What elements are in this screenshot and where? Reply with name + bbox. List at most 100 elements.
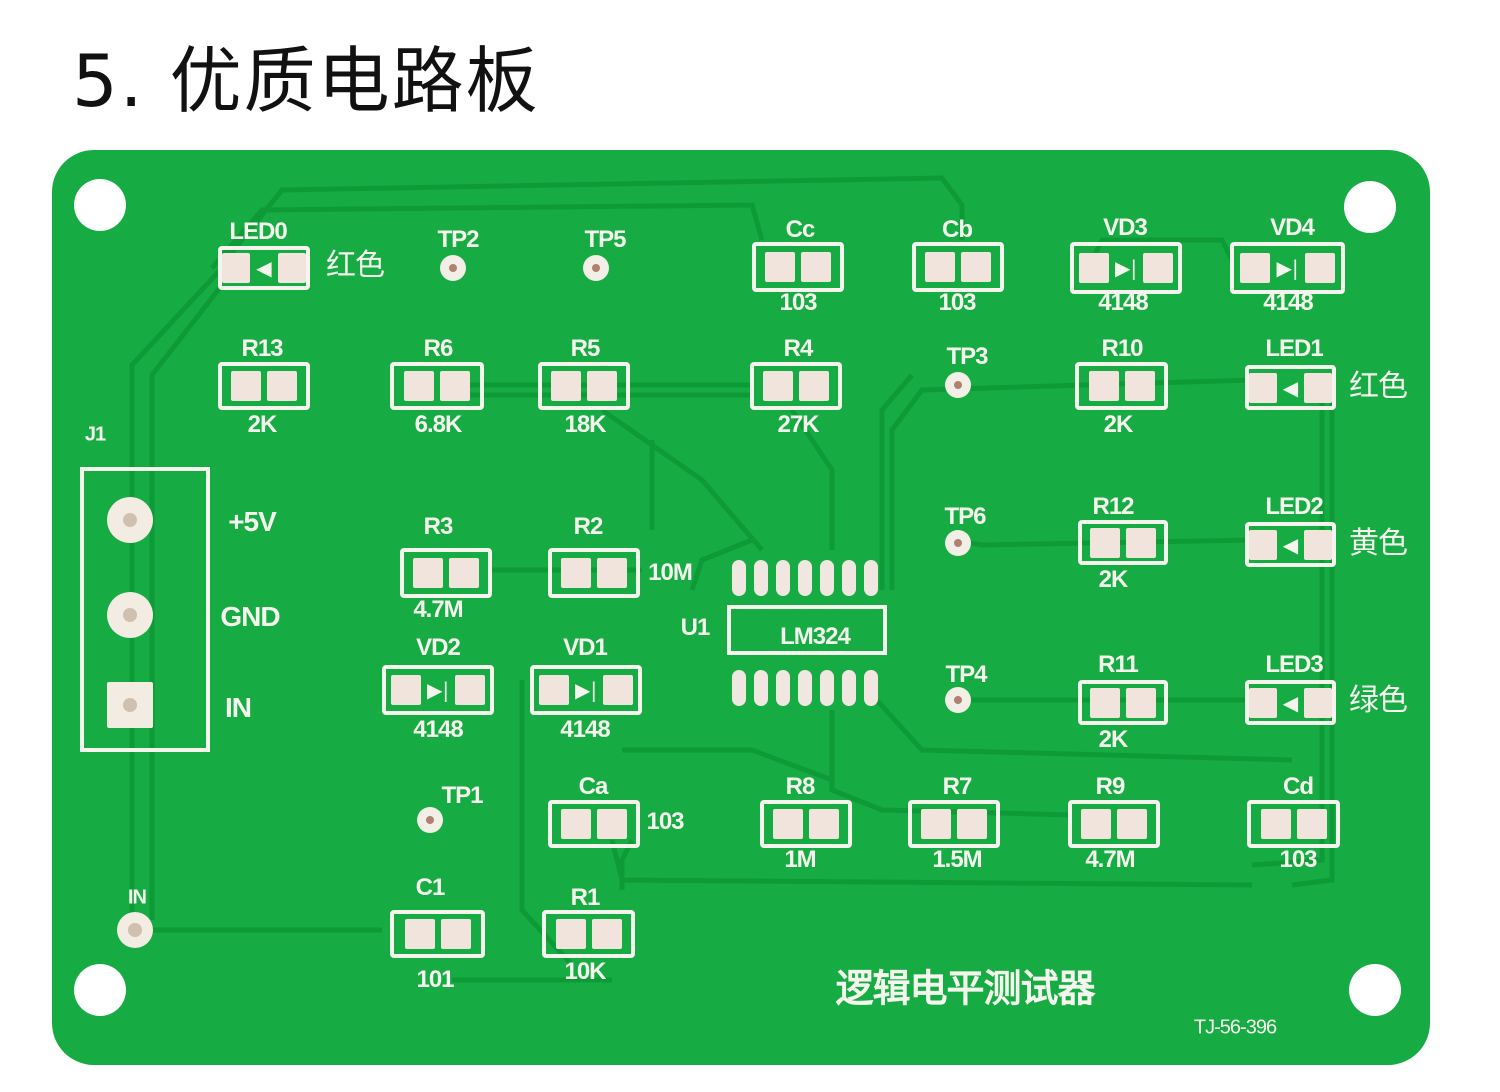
- solder-pad: [413, 558, 443, 588]
- solder-pad: [267, 371, 297, 401]
- solder-pad: [957, 809, 987, 839]
- component-label: VD4: [1270, 214, 1315, 241]
- resistor-r11: [1078, 680, 1168, 725]
- ic-part-label: LM324: [780, 623, 851, 650]
- component-value: 10M: [648, 559, 693, 586]
- ic-pin: [864, 670, 878, 706]
- resistor-r13: [218, 362, 310, 410]
- diode-symbol-icon: ▶|: [574, 678, 598, 702]
- solder-pad: [455, 675, 486, 705]
- solder-pad: [1240, 253, 1271, 283]
- resistor-r10: [1075, 362, 1168, 410]
- solder-pad: [597, 809, 627, 839]
- led-color-note: 绿色: [1349, 684, 1408, 717]
- solder-pad: [551, 371, 581, 401]
- component-label: R1: [570, 884, 601, 911]
- solder-pad: [1117, 809, 1147, 839]
- resistor-r2: [548, 548, 640, 598]
- mounting-hole: [1344, 181, 1396, 233]
- component-value: 4.7M: [1085, 846, 1135, 873]
- input-point: [117, 912, 153, 948]
- led-color-note: 红色: [1349, 370, 1408, 403]
- diode-symbol-icon: ◀: [1282, 532, 1299, 557]
- solder-pad: [1088, 371, 1119, 401]
- mounting-hole: [74, 179, 126, 231]
- led-led1: ◀: [1245, 365, 1336, 410]
- input-point-label: IN: [128, 886, 147, 909]
- component-label: LED0: [229, 218, 287, 245]
- component-label: R5: [570, 335, 601, 362]
- diode-symbol-icon: ▶|: [1276, 256, 1299, 280]
- ic-outline: [727, 605, 887, 655]
- component-value: 103: [646, 808, 684, 835]
- ic-pin: [732, 560, 746, 596]
- component-label: TP1: [441, 782, 483, 809]
- solder-pad: [597, 558, 627, 588]
- component-value: 101: [416, 966, 454, 993]
- ic-pin: [732, 670, 746, 706]
- component-value: 18K: [564, 411, 606, 438]
- component-value: 1M: [784, 846, 816, 873]
- solder-pad: [1304, 687, 1332, 718]
- solder-pad: [1081, 809, 1111, 839]
- solder-pad: [404, 371, 434, 401]
- resistor-r6: [390, 362, 484, 410]
- ic-pin: [842, 560, 856, 596]
- solder-pad: [763, 371, 793, 401]
- solder-pad: [921, 809, 951, 839]
- solder-pad: [440, 919, 471, 949]
- solder-pad: [765, 252, 795, 282]
- component-label: LED1: [1265, 335, 1323, 362]
- test-point-tp6: [945, 530, 971, 556]
- component-label: TP3: [946, 343, 988, 370]
- diode-symbol-icon: ▶|: [1114, 256, 1138, 280]
- pin-label-5v: +5V: [228, 506, 277, 537]
- capacitor-cd: [1247, 800, 1340, 848]
- solder-pad: [404, 919, 435, 949]
- mounting-hole: [74, 964, 126, 1016]
- component-value: 2K: [1098, 726, 1129, 753]
- component-value: 103: [938, 289, 976, 316]
- component-value: 103: [779, 289, 817, 316]
- component-label: R6: [423, 335, 454, 362]
- solder-pad: [1249, 687, 1277, 718]
- test-point-tp4: [945, 687, 971, 713]
- diode-symbol-icon: ▶|: [426, 678, 450, 702]
- led-color-note: 红色: [326, 249, 385, 282]
- component-value: 10K: [564, 958, 606, 985]
- solder-pad: [561, 558, 591, 588]
- product-name: 逻辑电平测试器: [835, 968, 1095, 1011]
- connector-j1: [80, 467, 210, 752]
- component-label: Cd: [1283, 773, 1314, 800]
- ic-pin: [776, 670, 790, 706]
- mounting-hole: [1349, 964, 1401, 1016]
- ic-pin: [864, 560, 878, 596]
- solder-pad: [1304, 529, 1332, 560]
- solder-pad: [1260, 809, 1291, 839]
- component-value: 2K: [247, 411, 278, 438]
- led-led0: ◀: [218, 246, 310, 290]
- pin-5v: [107, 497, 153, 543]
- resistor-r8: [760, 800, 852, 848]
- solder-pad: [390, 675, 421, 705]
- solder-pad: [277, 253, 306, 283]
- solder-pad: [773, 809, 803, 839]
- component-value: 4148: [413, 716, 463, 743]
- resistor-r4: [750, 362, 842, 410]
- diode-vd4: ▶|: [1230, 242, 1345, 294]
- component-label: Cc: [785, 216, 816, 243]
- solder-pad: [1249, 372, 1277, 403]
- solder-pad: [561, 809, 591, 839]
- solder-pad: [1090, 527, 1120, 558]
- ic-pin: [754, 670, 768, 706]
- resistor-r9: [1068, 800, 1160, 848]
- test-point-tp2: [440, 255, 466, 281]
- component-label: R8: [785, 773, 816, 800]
- component-label: R9: [1095, 773, 1126, 800]
- resistor-r5: [538, 362, 630, 410]
- solder-pad: [925, 252, 955, 282]
- pin-label-in: IN: [225, 692, 252, 723]
- solder-pad: [1078, 253, 1109, 283]
- component-value: 2K: [1103, 411, 1134, 438]
- ic-pin: [754, 560, 768, 596]
